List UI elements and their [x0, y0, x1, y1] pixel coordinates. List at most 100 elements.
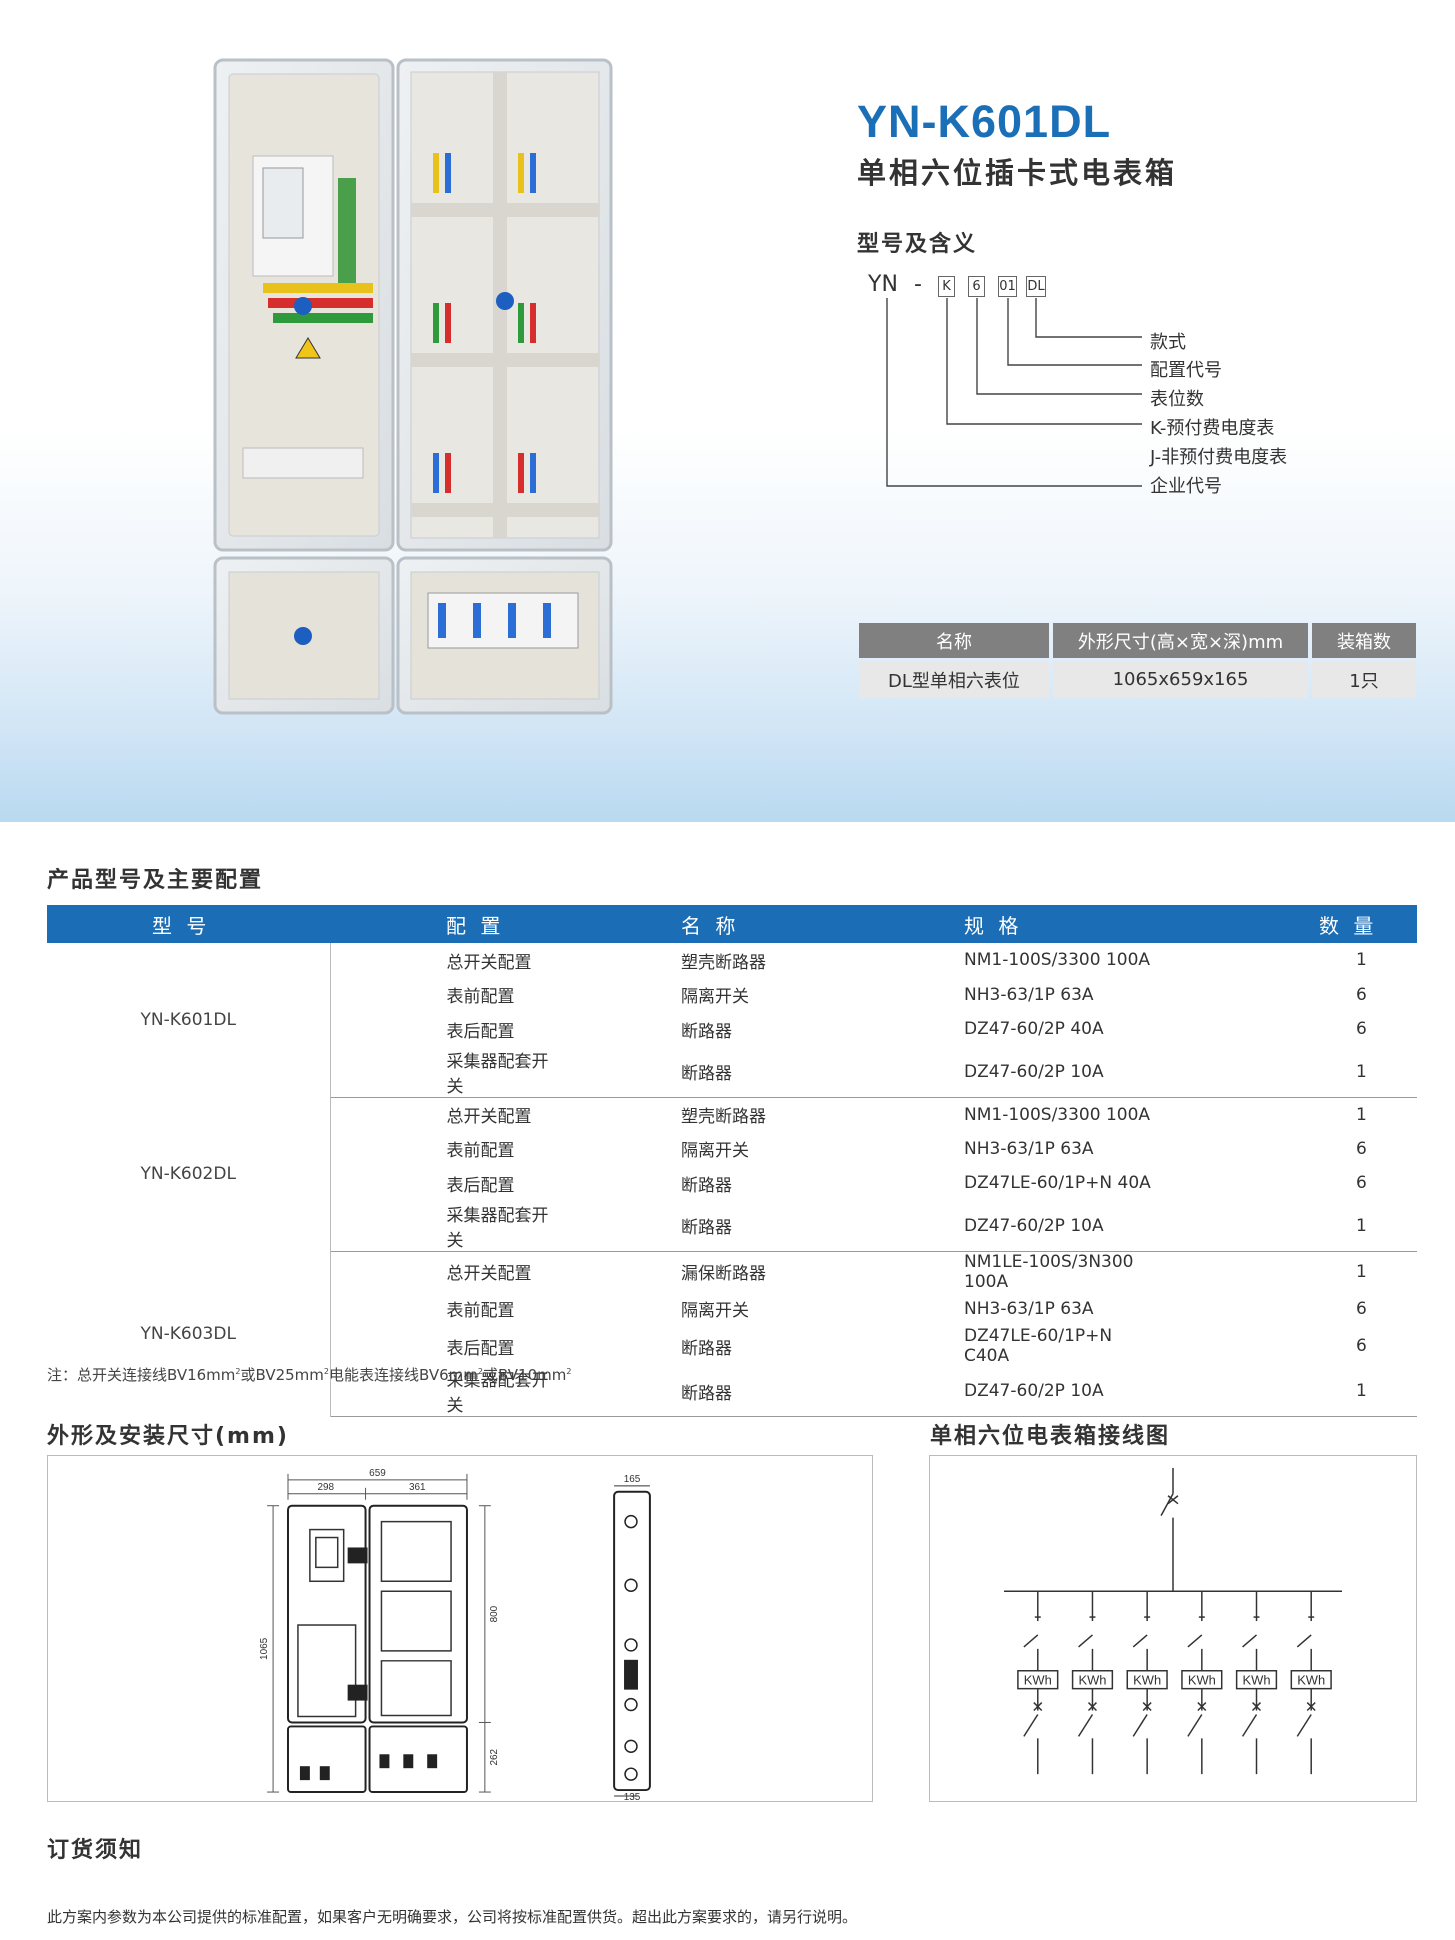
name-cell: 断路器	[565, 1200, 849, 1252]
breaker-switch	[1296, 1714, 1312, 1737]
config-cell: 表前配置	[446, 987, 515, 1008]
kwh-label: KWh	[1078, 1673, 1106, 1688]
table-row: 表后配置 断路器 DZ47-60/2P 40A 6	[47, 1012, 1417, 1047]
legend-non-prepaid: J-非预付费电度表	[1150, 447, 1288, 468]
config-cell: 总开关配置	[446, 952, 532, 973]
name-cell: 隔离开关	[681, 1301, 749, 1322]
col-model: 型 号	[47, 905, 330, 943]
legend-prepaid: K-预付费电度表	[1150, 418, 1275, 439]
config-cell: 表后配置	[446, 1338, 515, 1359]
kwh-meter	[1290, 1670, 1332, 1690]
code-legend-lines	[886, 298, 1142, 487]
wiring-title: 单相六位电表箱接线图	[930, 1424, 1171, 1449]
code-part-6: 6	[968, 276, 985, 297]
spec-size: 1065x659x165	[1053, 661, 1308, 698]
qty-cell: 1	[1151, 1046, 1417, 1098]
col-spec: 规 格	[849, 905, 1151, 943]
col-name: 名 称	[565, 905, 849, 943]
model-title: YN-K601DL	[857, 96, 1112, 147]
kwh-meter	[1071, 1670, 1114, 1690]
wire-note: 注：总开关连接线BV16mm2或BV25mm2电能表连接线BV6mm2或BV10…	[47, 1364, 571, 1385]
breaker-x	[1142, 1702, 1152, 1712]
qty-cell: 1	[1356, 1104, 1367, 1125]
spec-cell: NH3-63/1P 63A	[964, 1138, 1094, 1159]
breaker-x	[1087, 1702, 1097, 1712]
table-row: 表前配置 隔离开关 NH3-63/1P 63A 6	[47, 978, 1417, 1013]
kwh-meter	[1235, 1670, 1278, 1690]
meaning-title: 型号及含义	[857, 232, 978, 257]
note-sup: 2	[477, 1367, 483, 1376]
kwh-label: KWh	[1243, 1673, 1271, 1688]
config-cell: 表前配置	[446, 1141, 515, 1162]
spec-cell: DZ47-60/2P 10A	[849, 1200, 1151, 1252]
dimensions-title: 外形及安装尺寸(mm)	[47, 1424, 289, 1449]
qty-cell: 6	[1356, 984, 1367, 1005]
breaker-x	[1306, 1702, 1316, 1712]
breaker-switch	[1241, 1714, 1258, 1737]
isolator-switch	[1242, 1634, 1258, 1648]
code-part-k: K	[938, 276, 955, 297]
note-part: 或BV10mm	[482, 1366, 567, 1384]
legend-style: 款式	[1150, 332, 1186, 353]
note-sup: 2	[323, 1367, 329, 1376]
legend-meter-count: 表位数	[1150, 389, 1204, 410]
name-cell: 断路器	[681, 1175, 732, 1196]
spec-cell: NH3-63/1P 63A	[964, 984, 1094, 1005]
dim-lower: 262	[489, 1748, 500, 1765]
isolator-switch	[1132, 1634, 1148, 1648]
kwh-meter	[1126, 1670, 1168, 1690]
name-cell: 塑壳断路器	[681, 1107, 766, 1127]
note-part: 或BV25mm	[240, 1366, 324, 1384]
qty-cell: 6	[1356, 1173, 1367, 1194]
kwh-meter	[1181, 1670, 1223, 1690]
name-cell: 塑壳断路器	[681, 952, 766, 973]
kwh-label: KWh	[1188, 1673, 1216, 1688]
dimensions-drawing: 659 298 361 1065 800 262 165 135	[47, 1455, 873, 1802]
spec-cell: DZ47-60/2P 10A	[849, 1366, 1151, 1417]
spec-cell: DZ47LE-60/1P+N C40A	[964, 1326, 1113, 1366]
name-cell: 隔离开关	[681, 987, 749, 1008]
code-part-01: 01	[998, 276, 1017, 297]
legend-config-code: 配置代号	[1150, 360, 1222, 381]
spec-cell: DZ47-60/2P 10A	[849, 1046, 1151, 1098]
qty-cell: 6	[1356, 1019, 1367, 1040]
qty-cell: 1	[1356, 950, 1367, 971]
isolator-switch	[1187, 1634, 1203, 1648]
name-cell: 断路器	[681, 1021, 732, 1042]
isolator-switch	[1023, 1634, 1039, 1648]
dim-depth-inner: 135	[624, 1792, 641, 1801]
config-cell: 总开关配置	[446, 1264, 532, 1284]
config-cell: 采集器配套开关	[330, 1046, 565, 1098]
breaker-x	[1252, 1702, 1262, 1712]
qty-cell: 6	[1356, 1336, 1367, 1356]
spec-cell: NM1-100S/3300 100A	[964, 1104, 1151, 1125]
order-title: 订货须知	[47, 1838, 144, 1863]
name-cell: 漏保断路器	[681, 1264, 766, 1284]
main-switch	[1160, 1493, 1174, 1517]
isolator-switch	[1296, 1634, 1312, 1648]
spec-cell: NM1LE-100S/3N300 100A	[964, 1251, 1134, 1292]
col-config: 配 置	[330, 905, 565, 943]
order-text: 此方案内参数为本公司提供的标准配置，如果客户无明确要求，公司将按标准配置供货。超…	[47, 1908, 858, 1926]
note-sup: 2	[235, 1367, 241, 1376]
isolator-switch	[1078, 1634, 1093, 1648]
config-cell: 总开关配置	[446, 1107, 532, 1127]
qty-cell: 1	[1151, 1200, 1417, 1252]
config-cell: 表后配置	[446, 1021, 515, 1042]
dim-right: 361	[409, 1482, 426, 1493]
dim-left: 298	[317, 1482, 334, 1493]
qty-cell: 6	[1356, 1298, 1367, 1319]
spec-cell: DZ47-60/2P 40A	[964, 1019, 1104, 1040]
code-dash: -	[914, 272, 922, 297]
kwh-label: KWh	[1024, 1673, 1052, 1688]
code-prefix: YN	[868, 272, 898, 297]
legend-company-code: 企业代号	[1150, 476, 1222, 497]
